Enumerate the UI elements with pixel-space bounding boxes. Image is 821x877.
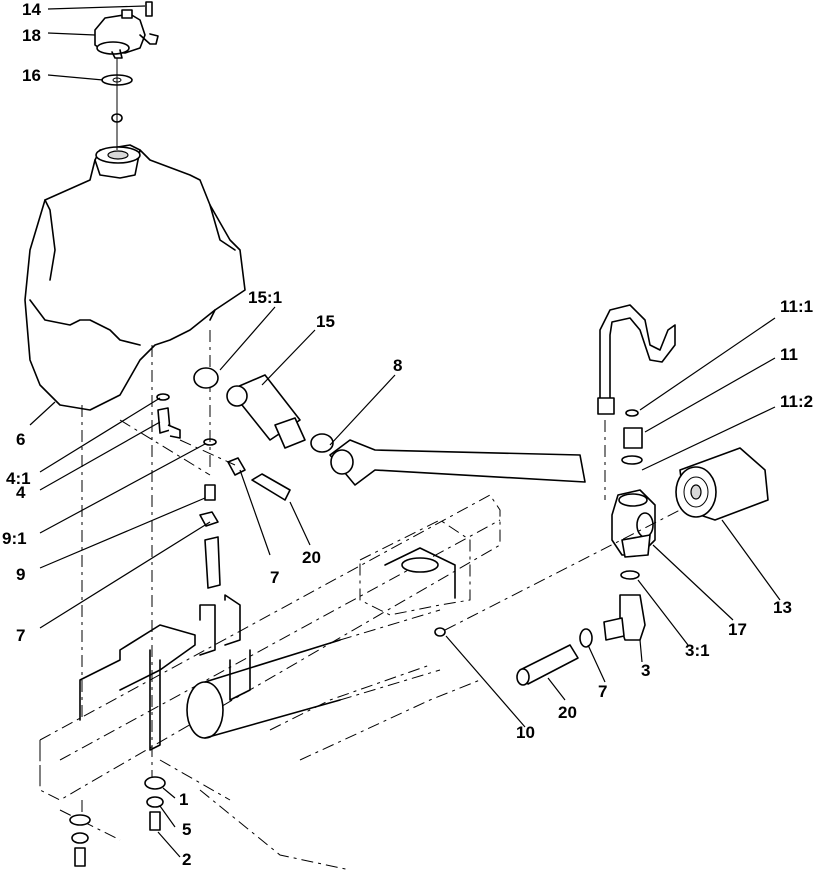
callout-15: 15 (316, 312, 335, 331)
callout-4: 4 (16, 483, 26, 502)
callout-3: 3 (641, 661, 650, 680)
callout-7b: 7 (270, 568, 279, 587)
callout-10: 10 (516, 723, 535, 742)
outlet-hose (193, 367, 586, 486)
callout-6: 6 (16, 430, 25, 449)
fittings-right (597, 397, 643, 465)
callout-14: 14 (22, 0, 41, 19)
vent-fittings (156, 393, 291, 589)
callout-18: 18 (22, 26, 41, 45)
mount-hardware (69, 776, 166, 867)
cap-strap (139, 1, 159, 45)
callout-9-1: 9:1 (2, 529, 27, 548)
callout-1: 1 (179, 790, 188, 809)
callout-17: 17 (728, 620, 747, 639)
fuel-tank (24, 144, 246, 411)
fuel-cap (94, 9, 146, 59)
callout-20a: 20 (302, 548, 321, 567)
callout-13: 13 (773, 598, 792, 617)
callout-5: 5 (182, 820, 191, 839)
callout-9: 9 (16, 565, 25, 584)
callout-11-2: 11:2 (780, 392, 813, 411)
callout-3-1: 3:1 (685, 641, 710, 660)
elbow-fitting (516, 570, 646, 686)
filter-head (611, 489, 656, 558)
callout-7a: 7 (16, 626, 25, 645)
mounting-bracket (359, 519, 471, 616)
callout-7c: 7 (598, 682, 607, 701)
callout-15-1: 15:1 (248, 288, 282, 307)
leader-lines (29, 5, 781, 858)
callout-2: 2 (182, 850, 191, 869)
callout-4-1: 4:1 (6, 469, 31, 488)
axle-tube (186, 609, 441, 739)
bolt-10 (434, 627, 446, 637)
callout-8: 8 (393, 356, 402, 375)
callout-11-1: 11:1 (780, 297, 813, 316)
return-line (599, 304, 676, 401)
frame-rail (39, 494, 501, 871)
callout-16: 16 (22, 66, 41, 85)
oil-filter (675, 447, 769, 521)
support-bracket (79, 594, 251, 751)
callout-11: 11 (780, 345, 798, 364)
callout-20b: 20 (558, 703, 577, 722)
callout-labels: 14181615:115864:149:19772011:11111:21317… (2, 0, 813, 869)
